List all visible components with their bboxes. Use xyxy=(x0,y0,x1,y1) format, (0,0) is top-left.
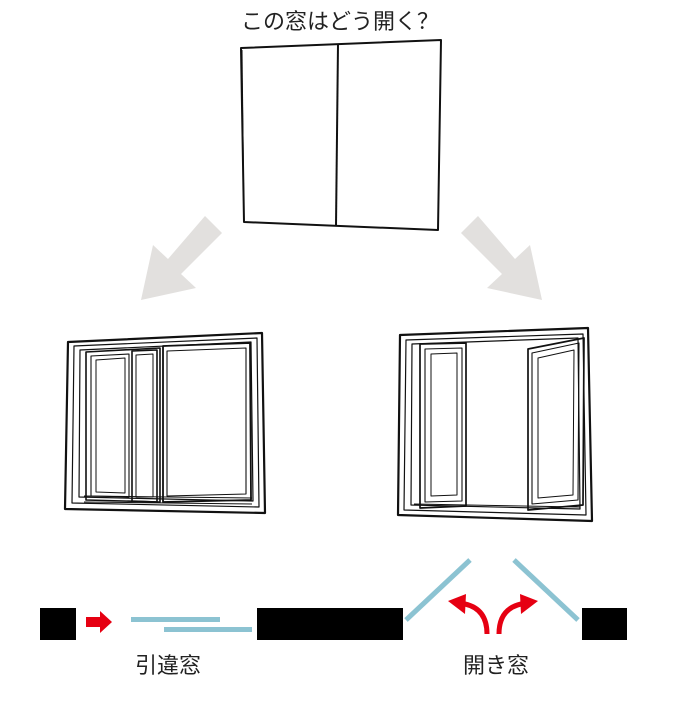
sliding-window xyxy=(63,331,267,515)
casement-plan xyxy=(404,558,627,640)
sliding-window-label: 引違窓 xyxy=(134,654,201,679)
casement-window xyxy=(396,326,594,523)
arrow-to-casement xyxy=(461,216,542,300)
glass-sash-left xyxy=(404,558,472,622)
arrow-to-sliding xyxy=(141,216,222,300)
sliding-plan xyxy=(40,608,403,640)
red-curved-arrow-left xyxy=(464,601,490,635)
question-window xyxy=(240,39,442,231)
glass-sash-right xyxy=(512,558,580,622)
glass-pane-rear xyxy=(164,627,252,632)
red-arrow-right xyxy=(86,611,112,633)
wall-middle xyxy=(257,608,403,640)
casement-window-label: 開き窓 xyxy=(462,654,529,679)
diagram-title: この窓はどう開く？ xyxy=(240,10,439,35)
wall-left xyxy=(40,608,76,640)
glass-pane-front xyxy=(131,617,220,622)
red-curved-arrow-right xyxy=(496,601,522,635)
wall-right xyxy=(582,608,627,640)
